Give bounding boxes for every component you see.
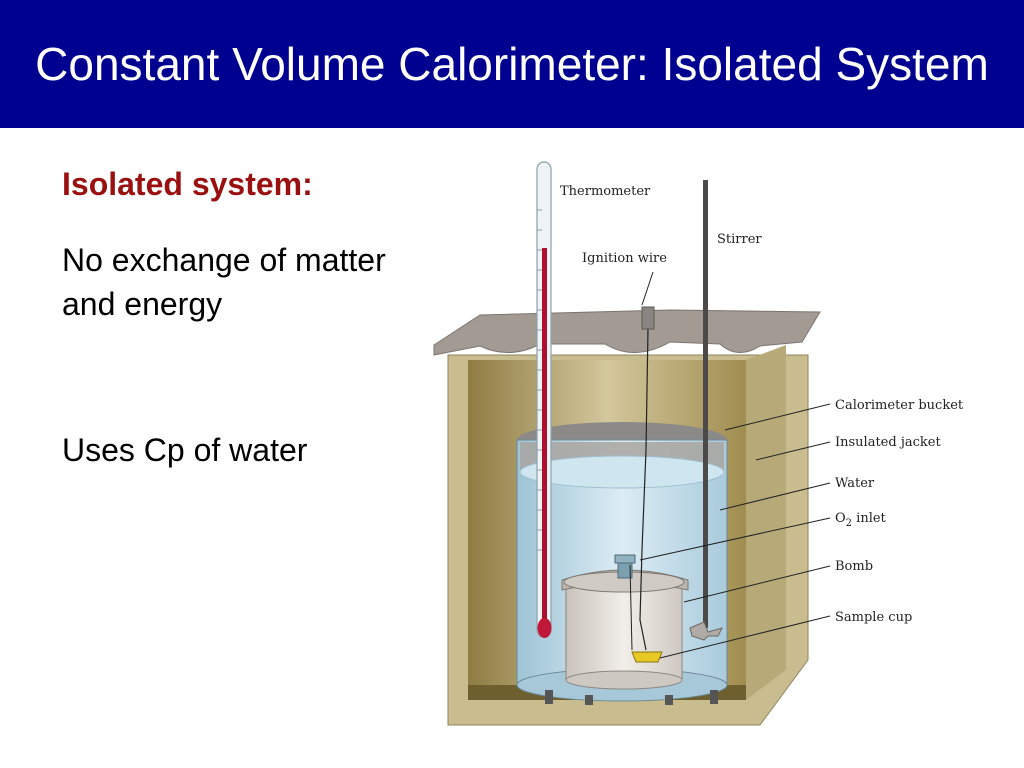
isolated-system-heading: Isolated system: (62, 166, 313, 202)
no-exchange-text: No exchange of matter and energy (62, 242, 386, 322)
stirrer-label: Stirrer (717, 232, 762, 247)
bomb-shape (561, 554, 689, 690)
lid-shape (433, 309, 821, 356)
leader-lines (639, 271, 831, 659)
thermometer-shape (536, 161, 552, 638)
water-label: Water (835, 476, 875, 491)
thermometer-label: Thermometer (560, 184, 651, 199)
o2-subscript: 2 (846, 518, 852, 529)
sample-cup-label: Sample cup (835, 610, 912, 625)
stirrer-shape (689, 180, 723, 641)
calorimeter-bucket-label: Calorimeter bucket (835, 398, 964, 413)
insulated-jacket-label: Insulated jacket (835, 435, 941, 450)
slide-title: Constant Volume Calorimeter: Isolated Sy… (35, 38, 989, 90)
ignition-wire-label: Ignition wire (582, 251, 667, 266)
calorimeter-diagram: Thermometer Ignition wire Stirrer Calori… (433, 161, 964, 726)
uses-cp-text: Uses Cp of water (62, 432, 308, 468)
ignition-wire-shape (629, 306, 655, 651)
o2-prefix: O (835, 511, 846, 526)
o2-suffix: inlet (852, 511, 887, 526)
title-bar: Constant Volume Calorimeter: Isolated Sy… (0, 0, 1024, 128)
o2-inlet-label: O2 inlet (835, 511, 887, 529)
bomb-label: Bomb (835, 559, 873, 574)
